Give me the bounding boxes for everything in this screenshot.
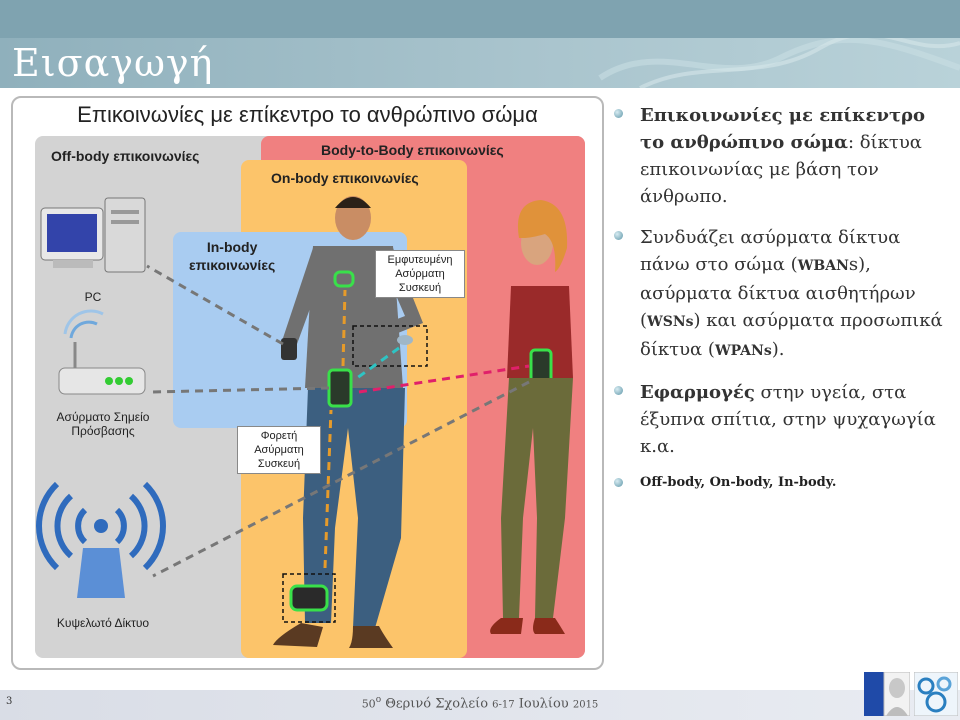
- slide-number: 3: [6, 696, 13, 707]
- access-point-label-line2: Πρόσβασης: [71, 424, 135, 438]
- footer-text: 50o Θερινό Σχολείο 6-17 Ιουλίου 2015: [0, 695, 960, 711]
- implanted-line1: Εμφυτευμένη: [387, 254, 453, 266]
- school-logo-icon: [914, 672, 958, 716]
- access-point-label-line1: Ασύρματο Σημείο: [56, 410, 150, 424]
- bullet-4: Off-body, On-body, In-body.: [612, 474, 947, 492]
- footer-bar: 3 50o Θερινό Σχολείο 6-17 Ιουλίου 2015: [0, 690, 960, 720]
- wearable-line2: Ασύρματη: [254, 444, 304, 456]
- pc-label: PC: [84, 290, 102, 304]
- bullet-2-part4: ).: [771, 339, 785, 360]
- connection-arrows: [146, 264, 530, 578]
- title-bar: Εισαγωγή: [0, 38, 960, 88]
- diagram-graphics: [36, 196, 573, 648]
- bullet-3: Εφαρμογές στην υγεία, στα έξυπνα σπίτια,…: [612, 379, 947, 460]
- diagram-title: Επικοινωνίες με επίκεντρο το ανθρώπινο σ…: [77, 102, 538, 127]
- bullet-dot-icon: [614, 386, 623, 395]
- implanted-line2: Ασύρματη: [395, 268, 445, 280]
- off-body-label: Off-body επικοινωνίες: [51, 148, 200, 164]
- bullet-2: Συνδυάζει ασύρματα δίκτυα πάνω στο σώμα …: [612, 224, 947, 365]
- cell-tower-icon: [36, 481, 166, 598]
- wearable-line3: Συσκευή: [257, 458, 301, 470]
- implanted-line3: Συσκευή: [398, 282, 442, 294]
- footer-dates: 6-17: [492, 699, 515, 711]
- decorative-swirl: [598, 38, 960, 88]
- on-body-label: On-body επικοινωνίες: [271, 170, 419, 186]
- bullet-2-part2: s), ασύρματα δίκτυα αισθητήρων (: [640, 254, 916, 331]
- bullet-list: Επικοινωνίες με επίκεντρο το ανθρώπινο σ…: [612, 102, 947, 506]
- pc-icon: [40, 197, 146, 273]
- bullet-2-wpan: WPANs: [714, 343, 772, 359]
- footer-month: Ιουλίου: [514, 696, 573, 712]
- wearable-line1: Φορετή: [260, 430, 298, 442]
- bullet-dot-icon: [614, 231, 623, 240]
- implanted-device-callout: Εμφυτευμένη Ασύρματη Συσκευή: [375, 250, 465, 298]
- bullet-dot-icon: [614, 478, 623, 487]
- bullet-1: Επικοινωνίες με επίκεντρο το ανθρώπινο σ…: [612, 102, 947, 210]
- bullet-3-text: στην υγεία, στα έξυπνα σπίτια, στην ψυχα…: [640, 382, 936, 457]
- in-body-label-line1: In-body: [206, 239, 258, 255]
- wearable-device-callout: Φορετή Ασύρματη Συσκευή: [237, 426, 321, 474]
- access-point-label: Ασύρματο Σημείο Πρόσβασης: [33, 410, 173, 438]
- in-body-label: In-body επικοινωνίες: [189, 238, 275, 274]
- bullet-2-wban: WBAN: [797, 258, 849, 274]
- woman-figure: [490, 200, 573, 634]
- in-body-label-line2: επικοινωνίες: [189, 257, 276, 273]
- body-communications-diagram: Επικοινωνίες με επίκεντρο το ανθρώπινο σ…: [11, 96, 604, 670]
- router-icon: [58, 309, 146, 395]
- body-to-body-label: Body-to-Body επικοινωνίες: [321, 142, 504, 158]
- bullet-dot-icon: [614, 109, 623, 118]
- bullet-2-part3: ) και ασύρματα προσωπικά δίκτυα (: [640, 310, 943, 360]
- slide-title: Εισαγωγή: [12, 41, 214, 85]
- bullet-1-bold: Επικοινωνίες με επίκεντρο το ανθρώπινο σ…: [640, 105, 926, 153]
- university-logo-icon: [864, 672, 910, 716]
- footer-school: Θερινό Σχολείο: [381, 696, 493, 712]
- footer-year: 2015: [572, 699, 599, 711]
- footer-num: 50: [361, 697, 376, 711]
- bullet-2-part1: Συνδυάζει ασύρματα δίκτυα πάνω στο σώμα …: [640, 227, 901, 275]
- bullet-1-text: : δίκτυα επικοινωνίας με βάση τον άνθρωπ…: [640, 132, 922, 207]
- footer-sup: o: [375, 695, 382, 705]
- bullet-2-wsn: WSNs: [647, 314, 694, 330]
- top-strip: [0, 0, 960, 38]
- man-figure: [273, 196, 428, 648]
- bullet-4-text: Off-body, On-body, In-body.: [640, 475, 837, 490]
- bullet-3-bold: Εφαρμογές: [640, 382, 755, 403]
- cellular-label: Κυψελωτό Δίκτυο: [56, 616, 150, 630]
